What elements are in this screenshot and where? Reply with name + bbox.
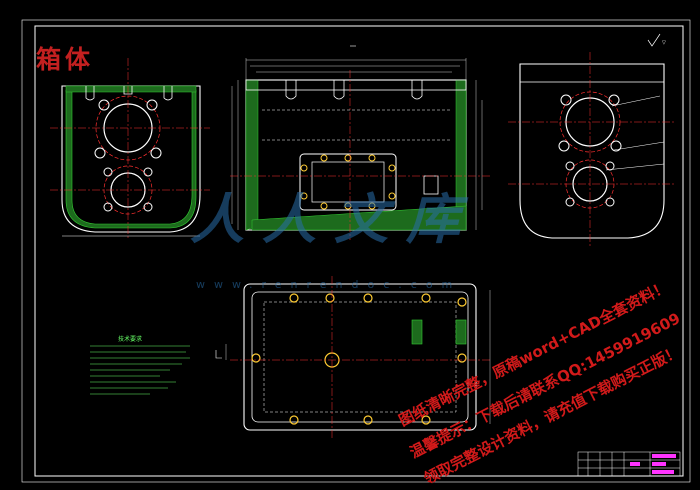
right-bolt-holes <box>558 94 622 207</box>
plan-view-outline <box>243 283 477 431</box>
brand-watermark: 人人文库 <box>190 187 478 251</box>
plan-view-side-bosses <box>411 319 467 345</box>
svg-text:▽: ▽ <box>662 40 666 46</box>
title-block <box>577 451 681 477</box>
plan-view-cavity <box>263 301 457 413</box>
drawing-outer-border <box>21 19 691 483</box>
right-view-leaders <box>605 95 665 171</box>
left-view-outline <box>61 85 201 233</box>
technical-notes-block <box>90 345 190 395</box>
drawing-inner-border <box>34 25 684 477</box>
section-marks <box>215 45 356 359</box>
front-view-dimensions <box>231 58 483 230</box>
right-view-top-flange <box>519 63 665 83</box>
roughness-symbol-icon: ▽ <box>647 33 666 47</box>
left-centerlines <box>50 58 210 238</box>
technical-notes-title: 技术要求 <box>118 336 143 343</box>
brand-watermark-url: www.renrendoc.com <box>196 278 462 291</box>
front-view-top-bosses <box>285 80 423 100</box>
right-centerlines <box>508 52 676 248</box>
right-view-outline <box>519 63 665 239</box>
plan-view <box>225 276 491 438</box>
plan-view-bolts <box>251 293 467 425</box>
left-bolt-holes <box>94 99 162 212</box>
right-end-view <box>508 52 676 248</box>
front-view-cover-plate <box>299 153 397 211</box>
left-view-top-rib <box>65 85 197 93</box>
front-view-top-flange <box>245 79 467 91</box>
left-end-view <box>50 58 210 238</box>
drawing-title: 箱体 <box>36 45 95 74</box>
front-view-hidden-lines <box>262 109 450 141</box>
plan-view-dimensions <box>225 290 491 424</box>
front-view-cover-inner <box>311 161 385 203</box>
front-section-view <box>230 58 490 240</box>
front-view-cover-bolts <box>300 154 396 210</box>
front-view-bottom-hatch <box>251 205 467 231</box>
